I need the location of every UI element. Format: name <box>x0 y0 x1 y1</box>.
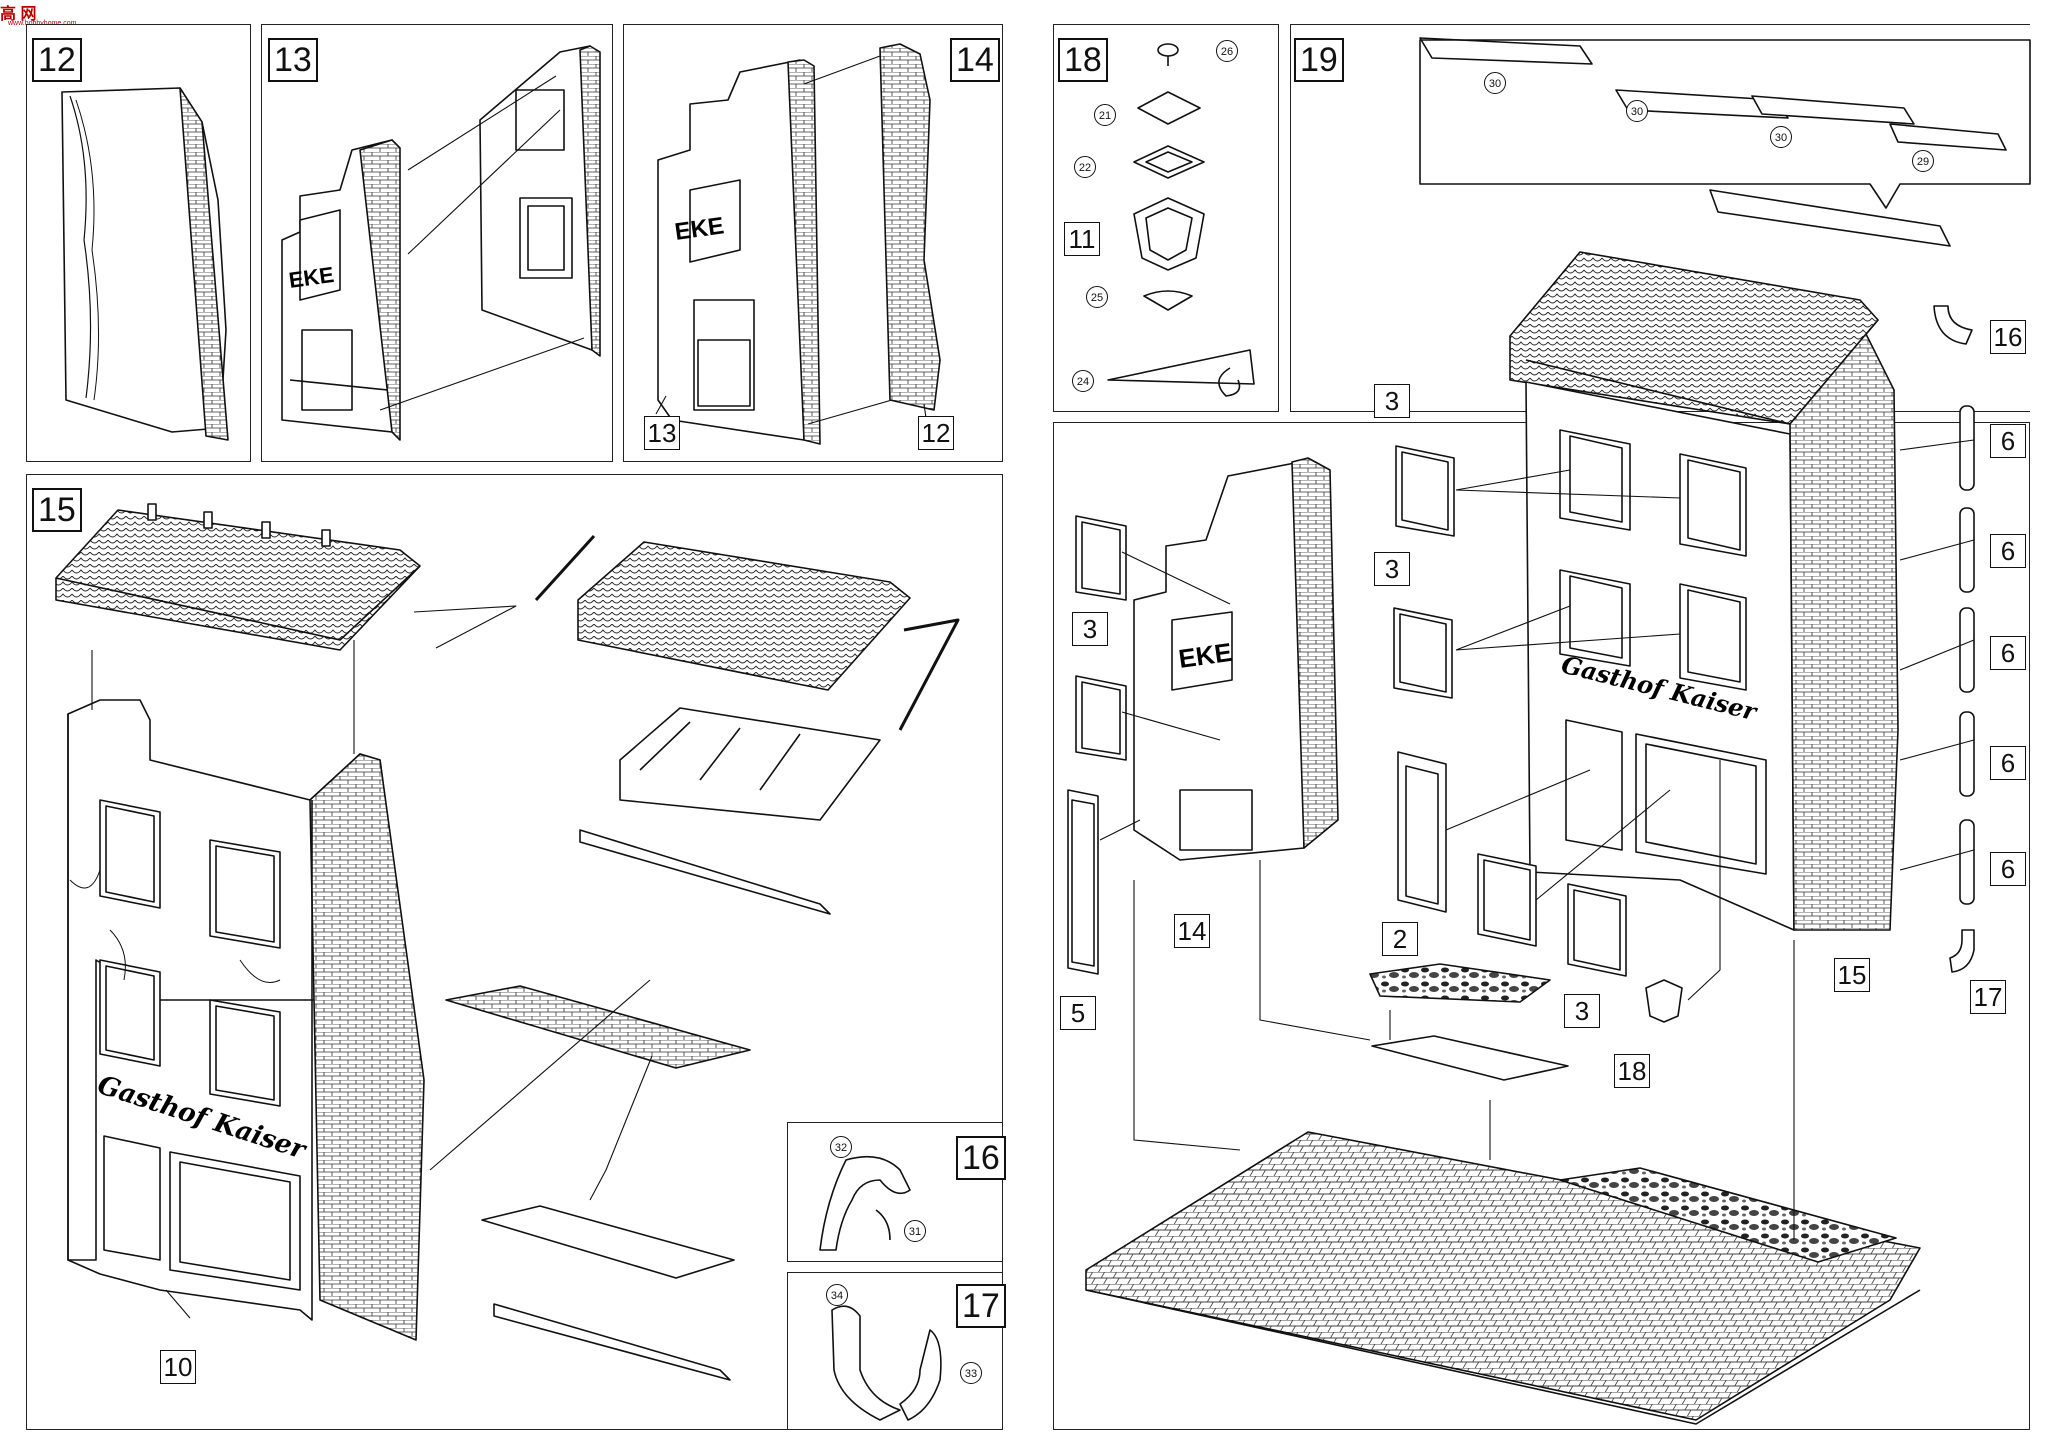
part-label-3-d: 3 <box>1564 994 1600 1028</box>
sprue-number-26: 26 <box>1216 40 1238 62</box>
sprue-number-31: 31 <box>904 1220 926 1242</box>
site-logo: 高 网 <box>0 6 37 23</box>
eke-sign-step19: EKE <box>1177 637 1234 674</box>
part-label-11-in-step18: 11 <box>1064 222 1100 256</box>
part-label-2: 2 <box>1382 922 1418 956</box>
part-label-6-a: 6 <box>1990 424 2026 458</box>
step-number-18: 18 <box>1058 38 1108 82</box>
sprue-number-22: 22 <box>1074 156 1096 178</box>
part-label-10-in-step15: 10 <box>160 1350 196 1384</box>
part-label-13-in-step14: 13 <box>644 416 680 450</box>
part-label-3-c: 3 <box>1072 612 1108 646</box>
sprue-number-21: 21 <box>1094 104 1116 126</box>
eke-sign-step13: EKE <box>287 262 335 293</box>
step-number-14: 14 <box>950 38 1000 82</box>
step-number-19: 19 <box>1294 38 1344 82</box>
part-label-6-b: 6 <box>1990 534 2026 568</box>
site-url: www.hobbyhome.com <box>8 20 76 27</box>
step-number-15: 15 <box>32 488 82 532</box>
part-label-16: 16 <box>1990 320 2026 354</box>
part-label-6-c: 6 <box>1990 636 2026 670</box>
part-label-3-a: 3 <box>1374 384 1410 418</box>
part-label-18: 18 <box>1614 1054 1650 1088</box>
step-number-17: 17 <box>956 1284 1006 1328</box>
sprue-number-29: 29 <box>1912 150 1934 172</box>
sprue-number-34: 34 <box>826 1284 848 1306</box>
part-label-5: 5 <box>1060 996 1096 1030</box>
part-label-12-in-step14: 12 <box>918 416 954 450</box>
sprue-number-30-b: 30 <box>1626 100 1648 122</box>
part-label-15: 15 <box>1834 958 1870 992</box>
sprue-number-30-a: 30 <box>1484 72 1506 94</box>
step-number-16: 16 <box>956 1136 1006 1180</box>
part-label-6-e: 6 <box>1990 852 2026 886</box>
sprue-number-33: 33 <box>960 1362 982 1384</box>
step-number-12: 12 <box>32 38 82 82</box>
sprue-number-24: 24 <box>1072 370 1094 392</box>
sprue-number-32: 32 <box>830 1136 852 1158</box>
part-label-14: 14 <box>1174 914 1210 948</box>
part-label-3-b: 3 <box>1374 552 1410 586</box>
part-label-17: 17 <box>1970 980 2006 1014</box>
step-number-13: 13 <box>268 38 318 82</box>
sprue-number-30-c: 30 <box>1770 126 1792 148</box>
part-label-6-d: 6 <box>1990 746 2026 780</box>
sprue-number-25: 25 <box>1086 286 1108 308</box>
